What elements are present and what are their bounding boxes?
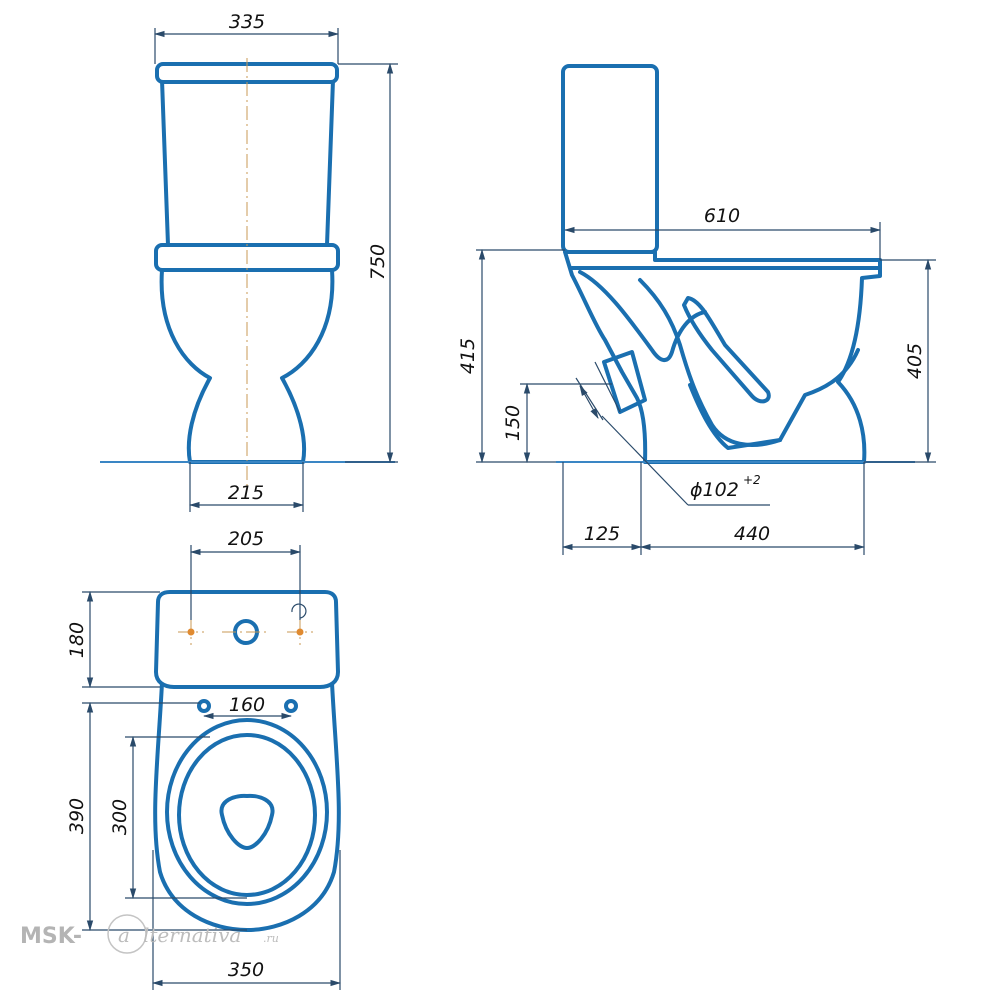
dim-tank-depth: 180 (66, 622, 88, 658)
dim-line-outlet-diameter (579, 385, 599, 419)
dim-front-base-width: 215 (228, 482, 264, 504)
side-trap (682, 296, 771, 404)
watermark-logo-ring (107, 914, 147, 954)
dim-mounting-spacing: 160 (229, 694, 265, 716)
top-inlet-mark (291, 603, 307, 619)
watermark-brand-left: MSK- (20, 924, 82, 949)
top-tank-hole-right (287, 619, 313, 645)
watermark-brand-right: lternativa (143, 923, 241, 947)
dim-front-width: 335 (229, 11, 265, 33)
outlet-leader (601, 415, 689, 506)
side-bowl-body (563, 250, 882, 464)
top-tank-hole-left (178, 619, 204, 645)
dim-outlet-diameter: ϕ102 (690, 479, 739, 501)
dim-bowl-length: 390 (66, 798, 88, 834)
watermark: MSK- a lternativa .ru (20, 914, 279, 954)
side-flush-channel (578, 270, 707, 362)
dim-top-width: 350 (228, 959, 264, 981)
dim-front-height: 750 (367, 244, 389, 280)
dim-outlet-offset: 125 (584, 523, 620, 545)
side-outlet (602, 350, 647, 414)
dim-opening-length: 300 (109, 799, 131, 835)
dim-side-length: 610 (704, 205, 740, 227)
top-tank (154, 590, 340, 689)
dim-outlet-tolerance: +2 (743, 473, 761, 487)
watermark-brand-mark: a (118, 923, 130, 947)
top-seat-inner (177, 733, 317, 897)
top-mount-bolt-left (197, 699, 211, 713)
side-tank (561, 64, 659, 254)
top-view: 205 180 160 390 300 350 (66, 528, 342, 990)
top-mount-bolt-right (284, 699, 298, 713)
dim-base-length: 440 (734, 523, 770, 545)
dim-side-rim-height: 405 (904, 343, 926, 379)
side-view: 610 415 405 150 ϕ102 +2 125 440 (457, 64, 936, 555)
side-trap-inner (688, 383, 782, 450)
watermark-domain: .ru (263, 932, 279, 945)
top-bowl-outline (153, 681, 341, 932)
side-inner-bowl (638, 278, 860, 447)
top-drain (219, 793, 275, 850)
dim-tank-hole-spacing: 205 (228, 528, 264, 550)
front-view: 335 750 215 (100, 11, 398, 512)
top-seat-outer (165, 718, 329, 906)
dim-side-bowl-height: 415 (457, 338, 479, 374)
dim-outlet-height: 150 (502, 405, 524, 441)
